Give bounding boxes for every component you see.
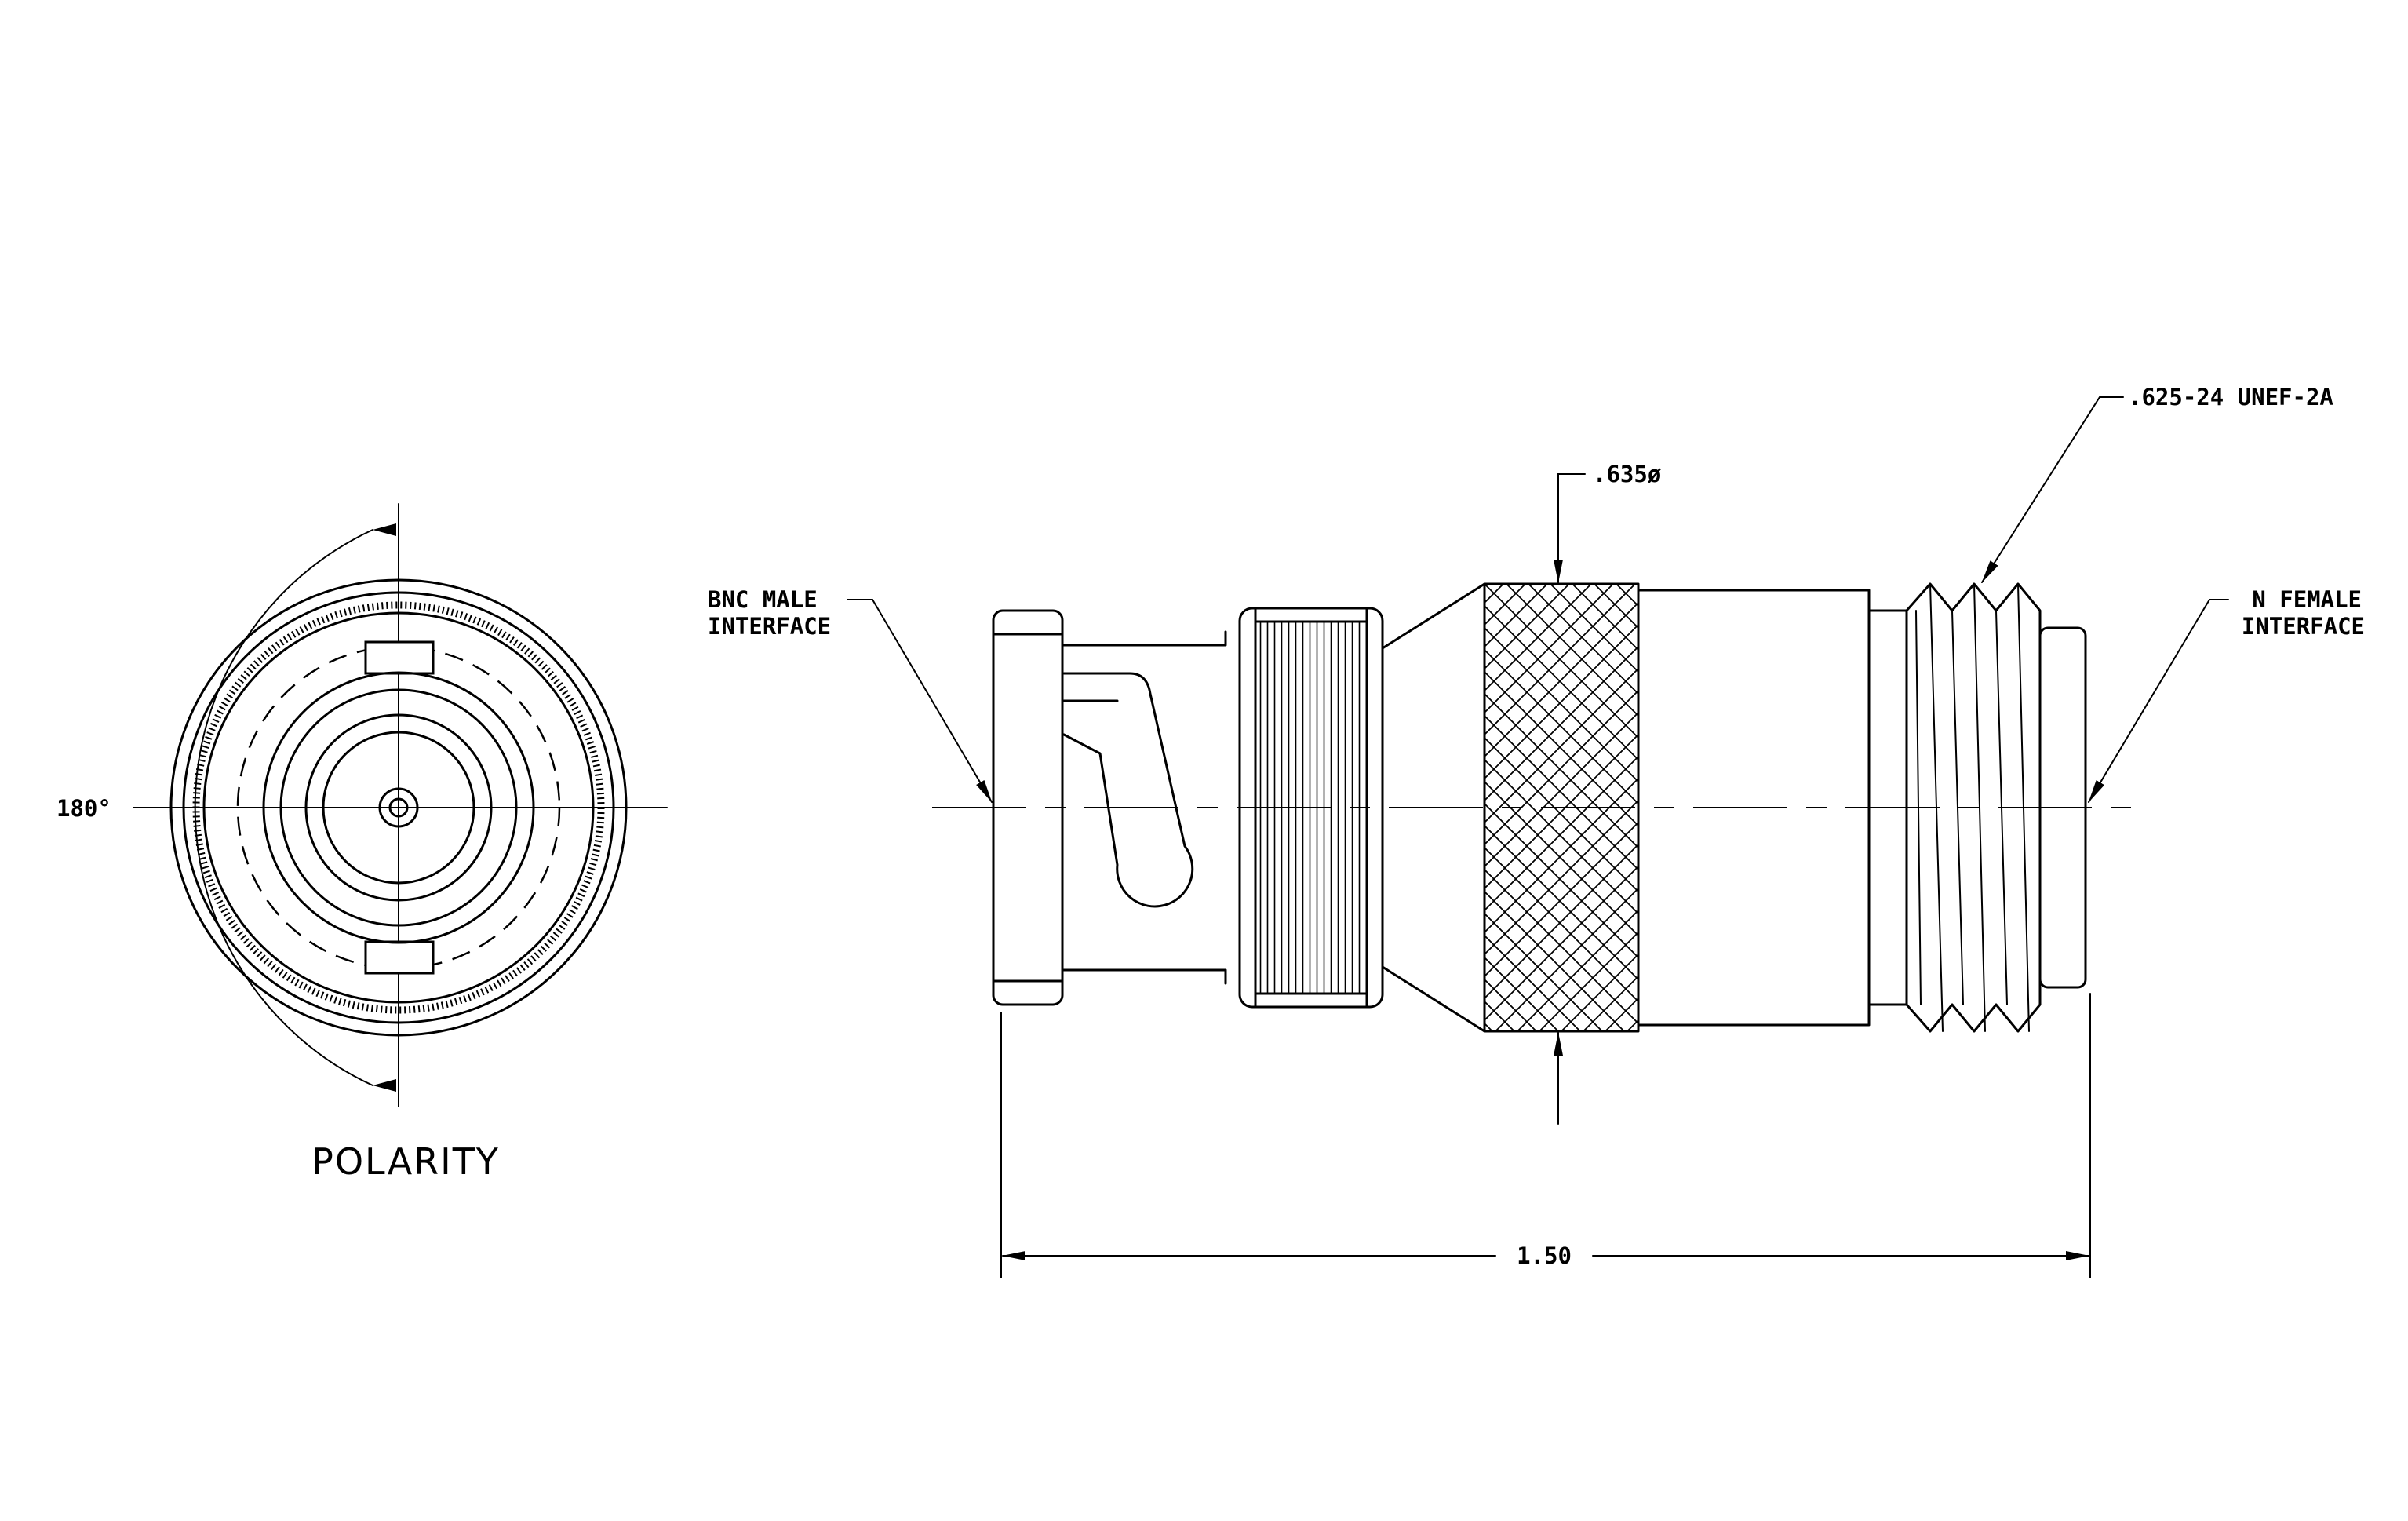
bnc-label-line1: BNC MALE xyxy=(708,586,818,613)
n-interface-callout: N FEMALE INTERFACE xyxy=(2088,586,2365,803)
thread-crest-lines xyxy=(1915,583,2030,1032)
polarity-angle-label: 180° xyxy=(56,795,111,822)
length-dimension: 1.50 xyxy=(1000,993,2091,1278)
angle-label-mask xyxy=(53,790,126,825)
ribbed-nut-ribs xyxy=(1259,622,1364,994)
bnc-interface-callout: BNC MALE INTERFACE xyxy=(708,586,993,803)
n-leader-line xyxy=(2088,599,2229,803)
polarity-arc xyxy=(194,529,373,1086)
polarity-arrowhead-top xyxy=(373,523,396,536)
thread-leader-line xyxy=(1981,396,2124,583)
outer-body-circle xyxy=(169,578,628,1037)
insulator-inner-circle xyxy=(322,731,475,885)
polarity-title: POLARITY xyxy=(311,1140,500,1183)
n-threaded-section xyxy=(1905,582,2087,1033)
bayonet-stud-top xyxy=(364,640,435,675)
thread-outline xyxy=(1905,582,2042,1033)
bayonet-stud-bottom xyxy=(364,940,435,975)
center-pin-outer xyxy=(378,787,419,828)
thread-spec-label: .625-24 UNEF-2A xyxy=(2128,384,2333,410)
bnc-ribbed-nut xyxy=(1238,607,1384,1009)
n-label-line1: N FEMALE xyxy=(2252,586,2362,613)
diameter-label: .635ø xyxy=(1593,461,1662,487)
inner-rim-circle xyxy=(202,611,595,1004)
thread-spec-callout: .625-24 UNEF-2A xyxy=(1981,384,2333,583)
insulator-outer-circle xyxy=(304,713,493,902)
n-label-line2: INTERFACE xyxy=(2242,613,2365,640)
length-label: 1.50 xyxy=(1517,1242,1572,1269)
bayonet-slot xyxy=(1062,672,1194,908)
polarity-arrowhead-bottom xyxy=(373,1079,396,1092)
bnc-label-line2: INTERFACE xyxy=(708,613,831,640)
diameter-dimension: .635ø xyxy=(1554,461,1662,1125)
sleeve-inner-circle xyxy=(279,688,518,927)
sleeve-bottom-edge xyxy=(1061,968,1227,985)
knurl-pattern xyxy=(1485,584,1638,1031)
bnc-leader-line xyxy=(847,599,993,803)
knurled-ring xyxy=(192,601,605,1014)
knurled-body xyxy=(1483,582,1640,1033)
outer-rim-circle xyxy=(182,591,615,1024)
connector-side-view: BNC MALE INTERFACE N FEMALE INTERFACE .6… xyxy=(708,384,2365,1278)
plain-body xyxy=(1637,589,1871,1027)
center-pin-inner xyxy=(388,797,409,818)
diameter-arrow-top xyxy=(1554,473,1586,583)
sleeve-outer-circle xyxy=(262,671,535,944)
bnc-bayonet-sleeve xyxy=(1061,630,1227,985)
polarity-end-view: 180° POLARITY xyxy=(53,503,668,1183)
sleeve-top-edge xyxy=(1061,630,1227,647)
